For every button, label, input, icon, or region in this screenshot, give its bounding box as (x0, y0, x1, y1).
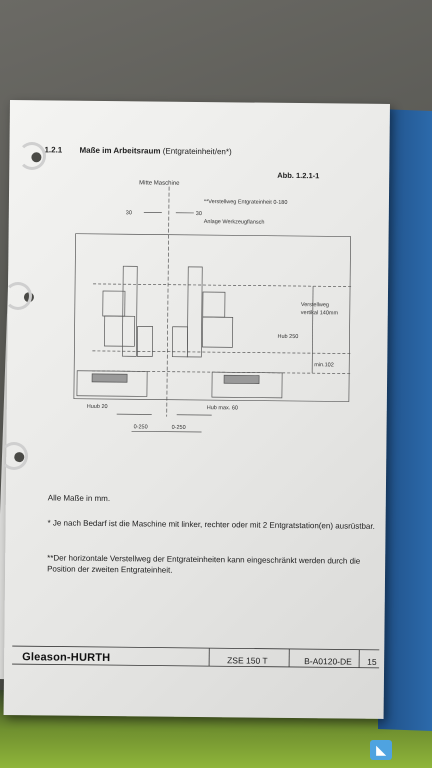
label-verstellweg: Verstellweg (301, 302, 329, 308)
label-vertikal: vertikal 140mm (301, 310, 339, 316)
label-travel-h: **Verstellweg Entgrateinheit 0-180 (204, 199, 288, 206)
binder-ring (18, 142, 46, 170)
label-30-right: 30 (196, 211, 202, 217)
section-number: 1.2.1 (44, 145, 63, 155)
footer-doc-number: B-A0120-DE (304, 656, 352, 667)
note-units: Alle Maße in mm. (47, 493, 111, 504)
label-range-left: 0-250 (134, 424, 148, 430)
label-min102: min.102 (314, 362, 334, 368)
workspace-diagram: Mitte Maschine **Verstellweg Entgrateinh… (73, 180, 354, 433)
footer-page-number: 15 (367, 656, 377, 667)
label-huub20: Huub 20 (87, 404, 108, 410)
note-2: **Der horizontale Verstellweg der Entgra… (47, 553, 361, 575)
section-title: Maße im Arbeitsraum (Entgrateinheit/en*) (79, 146, 231, 157)
section-title-rest: (Entgrateinheit/en*) (160, 146, 232, 157)
footer-model: ZSE 150 T (227, 655, 268, 666)
label-range-right: 0-250 (172, 425, 186, 431)
footer-frame (12, 645, 380, 669)
label-hubmax60: Hub max. 60 (207, 405, 238, 411)
note-1: * Je nach Bedarf ist die Maschine mit li… (47, 518, 375, 531)
binder-ring (4, 282, 32, 310)
binder-ring (0, 442, 28, 470)
label-hub250: Hub 250 (278, 334, 299, 340)
section-title-bold: Maße im Arbeitsraum (79, 145, 161, 156)
label-center: Mitte Maschine (139, 180, 180, 186)
brand-logo: Gleason-HURTH (22, 651, 111, 665)
label-30-left: 30 (126, 210, 132, 216)
manual-page: 1.2.1 Maße im Arbeitsraum (Entgrateinhei… (3, 100, 390, 719)
label-contact: Anlage Werkzeugflansch (204, 219, 265, 226)
app-badge-icon: ◣ (370, 740, 392, 760)
